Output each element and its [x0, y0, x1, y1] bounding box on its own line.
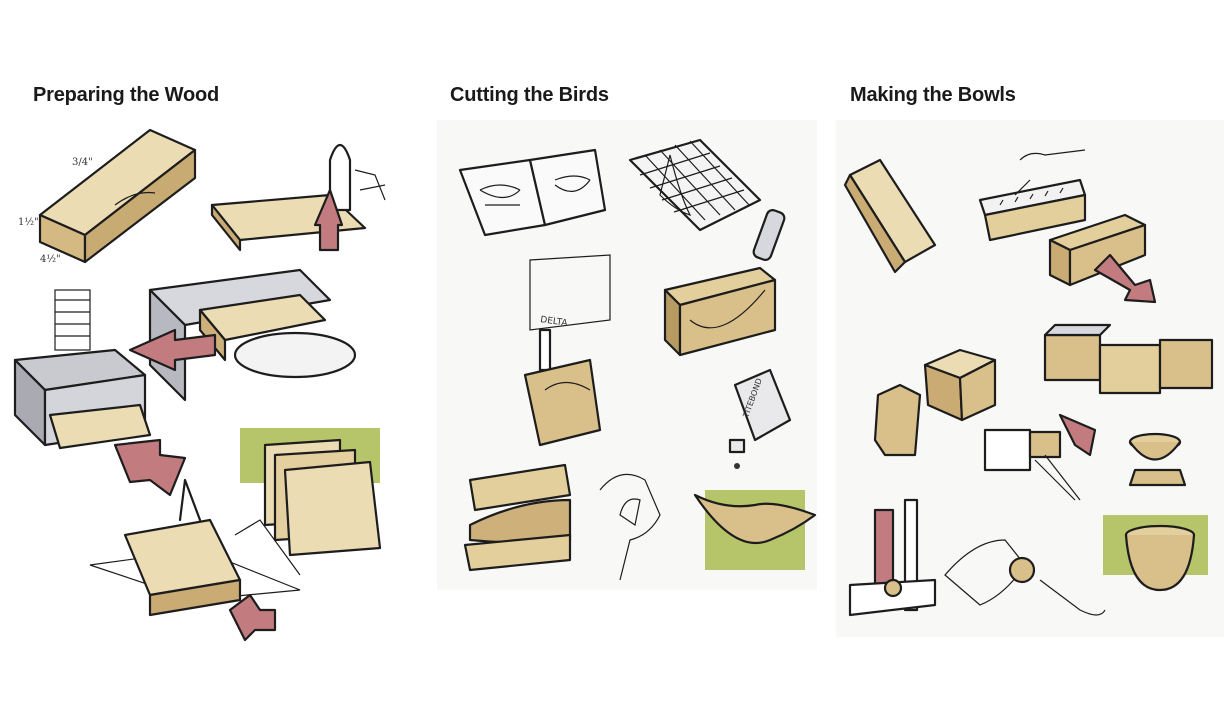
board-thickness-label: 1½" — [18, 217, 39, 228]
finished-bowl-sketch — [1103, 515, 1208, 592]
board-length-label: 3/4" — [72, 157, 93, 168]
small-bowl-sketch — [1128, 432, 1187, 487]
lathe-turning-sketch — [983, 413, 1097, 501]
table-saw-sketch — [128, 268, 357, 402]
bowl-making-sketch-icon — [843, 149, 1214, 617]
glue-bottle-sketch: TITEBOND — [728, 368, 792, 469]
glued-blocks-sketch — [873, 348, 997, 457]
bandsaw-brand-label: DELTA — [540, 315, 569, 329]
resaw-sketch — [89, 478, 301, 642]
grid-templates-sketch — [628, 138, 762, 232]
section-title-preparing-wood: Preparing the Wood — [33, 84, 220, 106]
bird-cutting-sketch-icon: DELTA TITEBOND — [458, 138, 817, 581]
crosscut-sketch — [1048, 213, 1157, 304]
hand-sanding-sketch — [599, 473, 661, 581]
cut-blocks-sketch — [463, 463, 572, 572]
traced-blank-sketch — [663, 209, 786, 357]
pattern-book-sketch — [458, 148, 607, 237]
drill-press-sketch — [848, 498, 937, 617]
planer-sketch — [13, 289, 187, 497]
finished-bird-sketch — [693, 490, 817, 570]
board-width-label: 4½" — [40, 254, 61, 265]
bandsaw-cutting-sketch: DELTA — [523, 254, 611, 447]
marking-ruler-sketch — [978, 149, 1087, 242]
section-title-making-bowls: Making the Bowls — [850, 84, 1016, 106]
wood-preparation-sketch-icon: 3/4" 1½" 4½" — [13, 128, 386, 642]
square-blank-sketch — [843, 158, 937, 274]
hand-carving-sketch — [944, 539, 1106, 616]
stacked-boards-sketch — [240, 428, 382, 557]
jointer-sketch — [210, 143, 386, 252]
bowl-blanks-sketch — [1043, 323, 1214, 395]
section-title-cutting-birds: Cutting the Birds — [450, 84, 609, 106]
rough-board-sketch: 3/4" 1½" 4½" — [18, 128, 197, 265]
